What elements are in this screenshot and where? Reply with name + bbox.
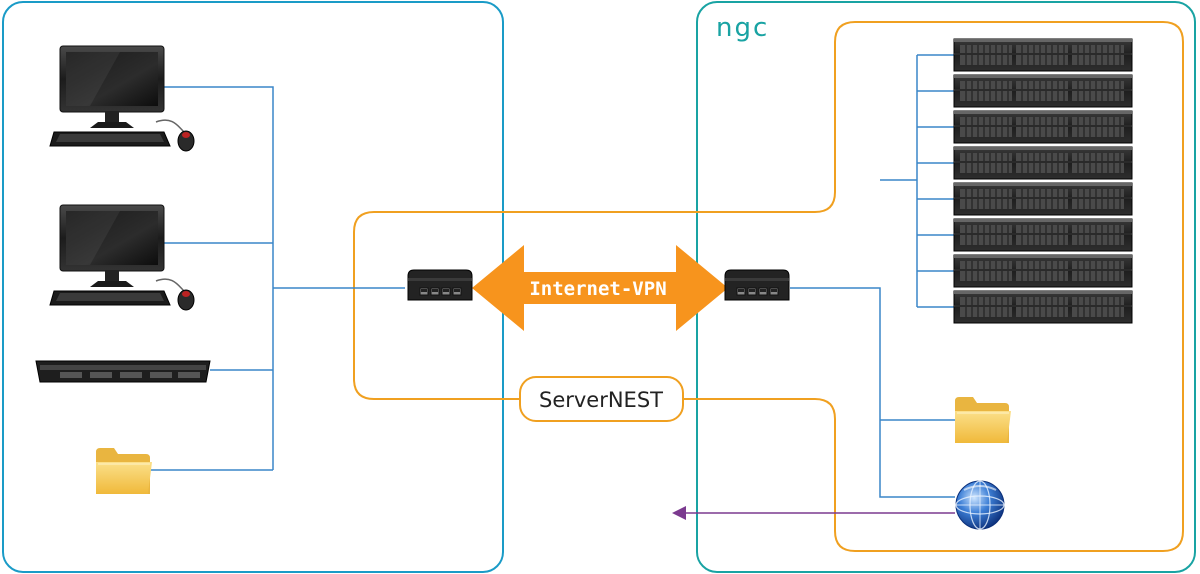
desktop-pc-icon xyxy=(49,45,195,152)
globe-icon xyxy=(955,480,1005,530)
servernest-label-pill xyxy=(519,376,684,422)
server-icon xyxy=(953,74,1133,108)
datacenter-network-lines xyxy=(790,54,955,498)
server-icon xyxy=(953,146,1133,180)
internet-arrow-head xyxy=(672,506,686,520)
site-gateway-icon xyxy=(407,269,473,301)
servernest-boundary xyxy=(353,21,1184,552)
rack-server-icon xyxy=(35,360,211,383)
vpn-double-arrow xyxy=(472,245,728,331)
folder-icon xyxy=(95,447,153,495)
server-icon xyxy=(953,38,1133,72)
server-icon xyxy=(953,110,1133,144)
desktop-pc-icon xyxy=(49,204,195,311)
servernest-label: ServerNEST xyxy=(539,388,663,412)
folder-icon xyxy=(954,396,1012,444)
server-icon xyxy=(953,254,1133,288)
datacenter-gateway-icon xyxy=(724,269,790,301)
server-icon xyxy=(953,218,1133,252)
server-icon xyxy=(953,290,1133,324)
server-icon xyxy=(953,182,1133,216)
ngc-logo: ngc xyxy=(716,13,769,43)
vpn-label: Internet-VPN xyxy=(529,278,666,300)
client-network-lines xyxy=(150,86,405,471)
